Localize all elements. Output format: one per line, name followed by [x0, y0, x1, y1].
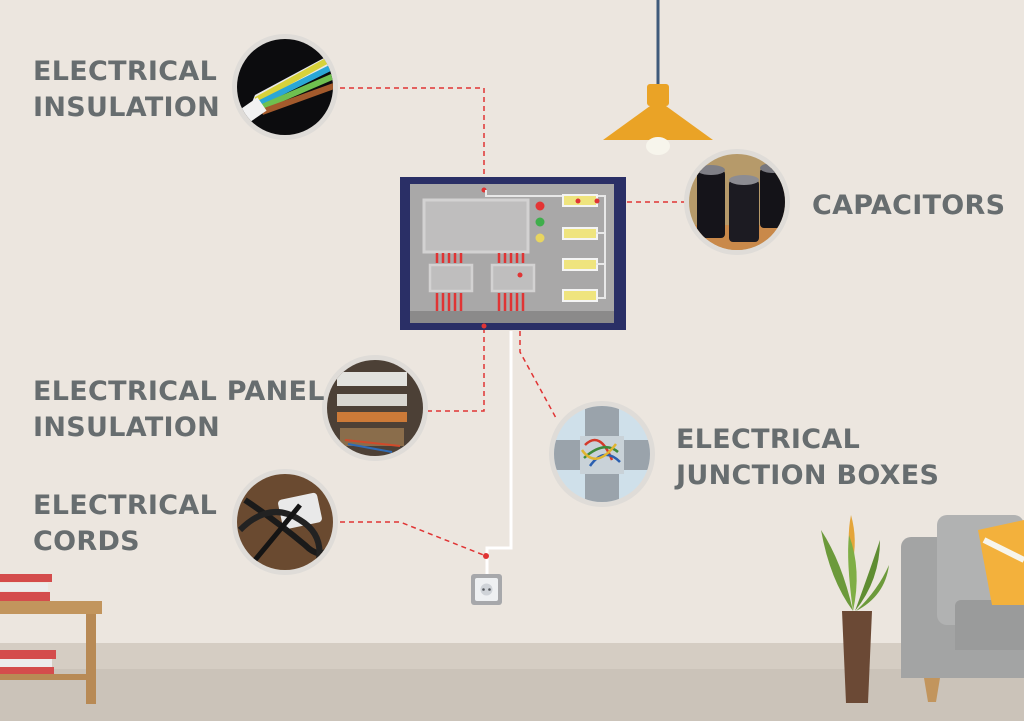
breaker-panel-icon [322, 355, 428, 461]
label-line: JUNCTION BOXES [676, 460, 940, 491]
label-line: CAPACITORS [812, 190, 1006, 221]
books [0, 574, 56, 674]
label-line: ELECTRICAL [33, 56, 218, 87]
connector-insulation [340, 87, 485, 190]
connector-panel [428, 328, 485, 412]
electrical-panel [400, 177, 626, 330]
label-line: CORDS [33, 526, 140, 557]
label-line: ELECTRICAL [676, 424, 861, 455]
outlet-cable [485, 331, 513, 574]
side-table [0, 574, 102, 704]
floor [0, 669, 1024, 721]
power-cords-icon [232, 469, 338, 575]
label-electrical-panel-insulation: ELECTRICAL PANEL INSULATION [33, 374, 325, 446]
label-line: INSULATION [33, 92, 221, 123]
label-line: ELECTRICAL [33, 490, 218, 521]
capacitor-cans-icon [684, 149, 790, 255]
terminal-pins [435, 253, 525, 311]
indicator-green [535, 217, 545, 227]
connector-cords [340, 521, 487, 557]
label-line: ELECTRICAL PANEL [33, 376, 325, 407]
sofa [901, 515, 1024, 702]
indicator-red [535, 201, 545, 211]
junction-box-icon [549, 401, 655, 507]
colored-wires-icon [232, 34, 338, 140]
label-line: INSULATION [33, 412, 221, 443]
panel-display [422, 198, 530, 254]
pendant-lamp-icon [603, 0, 713, 155]
connector-junction [519, 331, 557, 419]
label-electrical-cords: ELECTRICAL CORDS [33, 488, 217, 560]
potted-plant [821, 515, 889, 703]
label-capacitors: CAPACITORS [812, 188, 1005, 224]
label-electrical-junction-boxes: ELECTRICAL JUNCTION BOXES [676, 422, 939, 494]
connector-lines [340, 87, 686, 557]
wall-outlet-icon [471, 553, 502, 605]
indicator-yellow [535, 233, 545, 243]
label-electrical-insulation: ELECTRICAL INSULATION [33, 54, 220, 126]
